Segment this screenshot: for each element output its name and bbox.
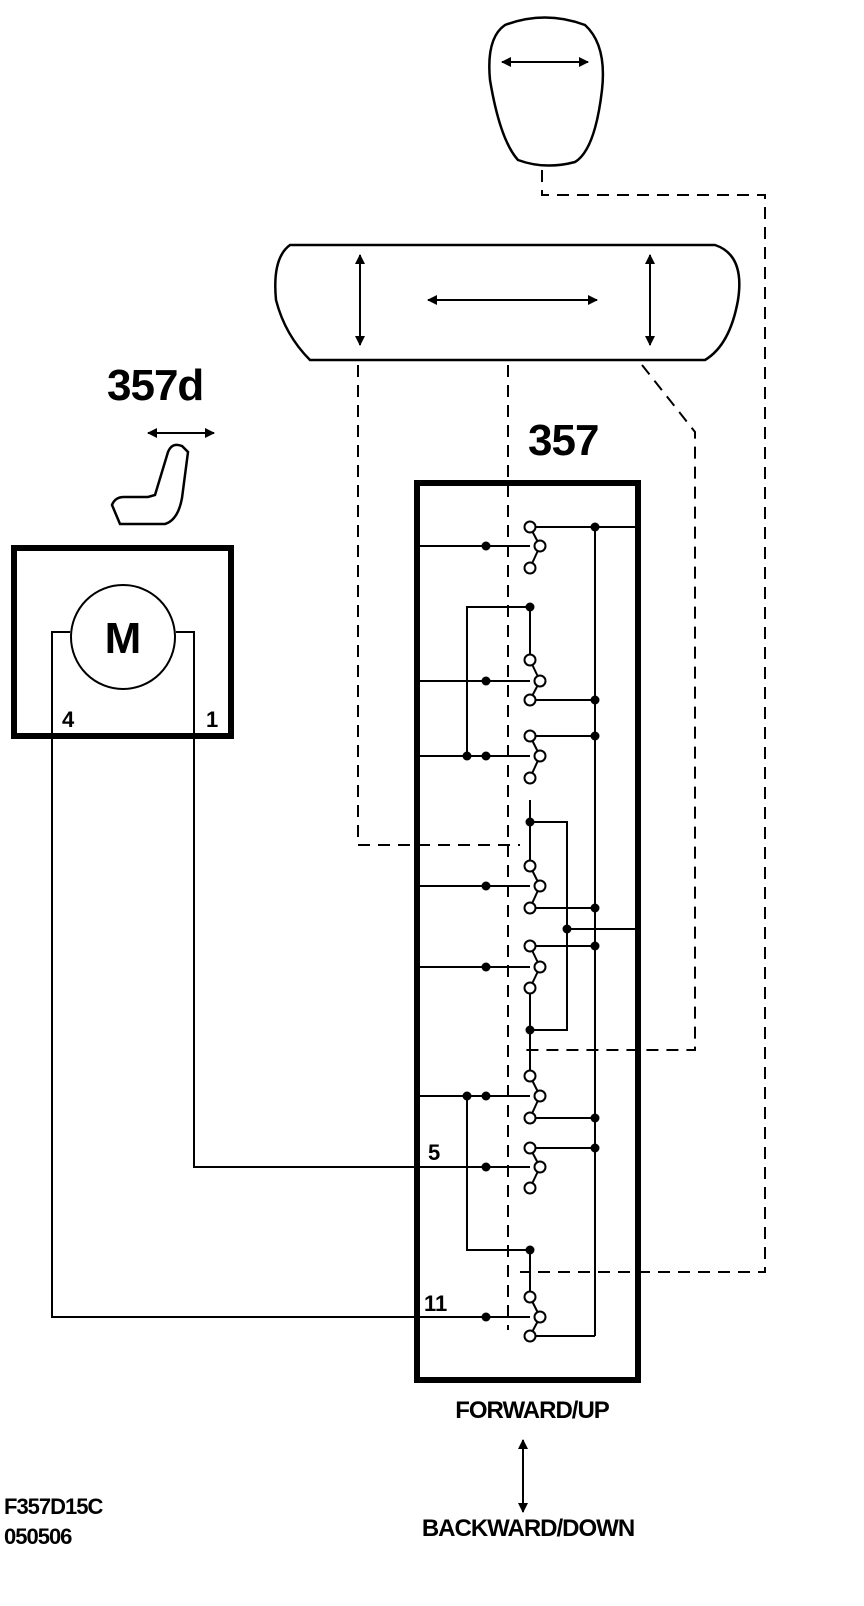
figure-code-text: F357D15C	[4, 1494, 104, 1519]
switch-terminals	[523, 520, 547, 1343]
control-knob-icon	[488, 16, 605, 167]
switch-contacts	[529, 526, 541, 1337]
motor-wires	[51, 631, 420, 1318]
direction-indicator: FORWARD/UP BACKWARD/DOWN	[422, 1397, 635, 1542]
motor-block: M 4 1	[11, 545, 234, 739]
switch-pin-5: 5	[428, 1140, 440, 1165]
motor-pin-1: 1	[206, 707, 218, 732]
direction-up-label: FORWARD/UP	[455, 1397, 610, 1424]
mechanical-linkage	[357, 170, 766, 1330]
switch-pin-11: 11	[424, 1291, 447, 1316]
figure-code: F357D15C 050506	[4, 1494, 105, 1549]
switch-ref: 357	[528, 416, 598, 465]
motor-pin-4: 4	[62, 707, 75, 732]
switch-357: 357	[414, 416, 641, 1383]
seat-motor-ref: 357d	[107, 361, 203, 410]
rocker-switch-icon	[274, 243, 741, 362]
seat-icon: 357d	[107, 361, 215, 526]
direction-down-label: BACKWARD/DOWN	[422, 1515, 634, 1542]
figure-date-text: 050506	[4, 1524, 72, 1549]
motor-icon	[70, 584, 176, 690]
switch-junctions	[462, 522, 600, 1322]
switch-internal-wiring	[420, 526, 638, 1337]
motor-symbol: M	[105, 614, 142, 663]
